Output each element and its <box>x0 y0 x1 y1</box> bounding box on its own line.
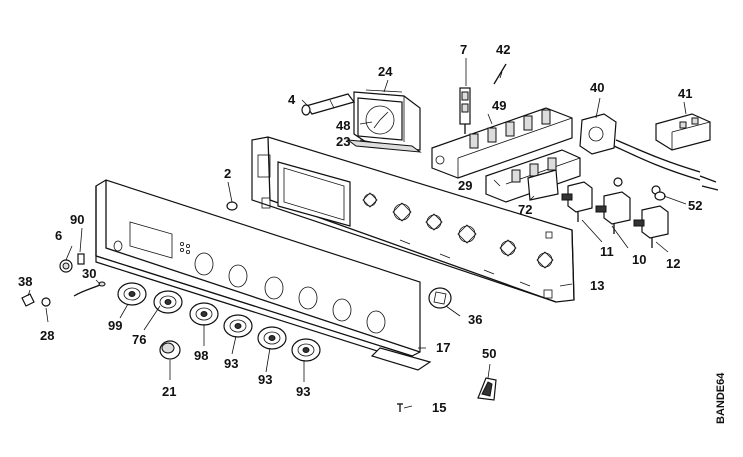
switch-housing-part <box>655 113 719 191</box>
callout-41: 41 <box>678 86 692 101</box>
clock-timer-assembly <box>346 89 422 153</box>
lower-switch-block <box>485 149 581 203</box>
callout-93-b: 93 <box>258 372 272 387</box>
callout-6: 6 <box>55 228 62 243</box>
callout-11: 11 <box>600 244 614 259</box>
callout-29: 29 <box>458 178 472 193</box>
callout-50: 50 <box>482 346 496 361</box>
callout-42: 42 <box>496 42 510 57</box>
callout-28: 28 <box>40 328 54 343</box>
callout-90: 90 <box>70 212 84 227</box>
drawing-code-label: BANDE64 <box>715 372 727 424</box>
screw <box>397 403 403 412</box>
small-knob <box>159 340 181 360</box>
callout-38: 38 <box>18 274 32 289</box>
callout-36: 36 <box>468 312 482 327</box>
callout-40: 40 <box>590 80 604 95</box>
callout-76: 76 <box>132 332 146 347</box>
leader-lines <box>27 58 687 409</box>
callout-10: 10 <box>632 252 646 267</box>
rear-panel-bracket <box>251 136 575 303</box>
callout-72: 72 <box>518 202 532 217</box>
front-fascia-panel <box>95 179 432 371</box>
callout-98: 98 <box>194 348 208 363</box>
rotary-switches <box>561 177 669 248</box>
callout-21: 21 <box>162 384 176 399</box>
callout-labels: 2 4 6 7 10 11 12 13 15 17 21 23 24 28 29… <box>18 42 702 415</box>
callout-17: 17 <box>436 340 450 355</box>
bracket-clip <box>477 377 497 401</box>
small-parts <box>21 191 666 307</box>
callout-23: 23 <box>336 134 350 149</box>
callout-7: 7 <box>460 42 467 57</box>
switch-bar-part <box>459 63 507 134</box>
thermostat-part <box>579 113 701 181</box>
callout-99: 99 <box>108 318 122 333</box>
callout-4: 4 <box>288 92 296 107</box>
callout-24: 24 <box>378 64 393 79</box>
callout-30: 30 <box>82 266 96 281</box>
callout-52: 52 <box>688 198 702 213</box>
control-knobs <box>117 282 321 362</box>
callout-12: 12 <box>666 256 680 271</box>
callout-93-a: 93 <box>224 356 238 371</box>
callout-15: 15 <box>432 400 446 415</box>
pushrod-part <box>301 93 356 116</box>
callout-93-c: 93 <box>296 384 310 399</box>
bezel-ring <box>428 287 452 309</box>
switch-block <box>431 107 573 179</box>
callout-48: 48 <box>336 118 350 133</box>
callout-13: 13 <box>590 278 604 293</box>
callout-49: 49 <box>492 98 506 113</box>
callout-2: 2 <box>224 166 231 181</box>
